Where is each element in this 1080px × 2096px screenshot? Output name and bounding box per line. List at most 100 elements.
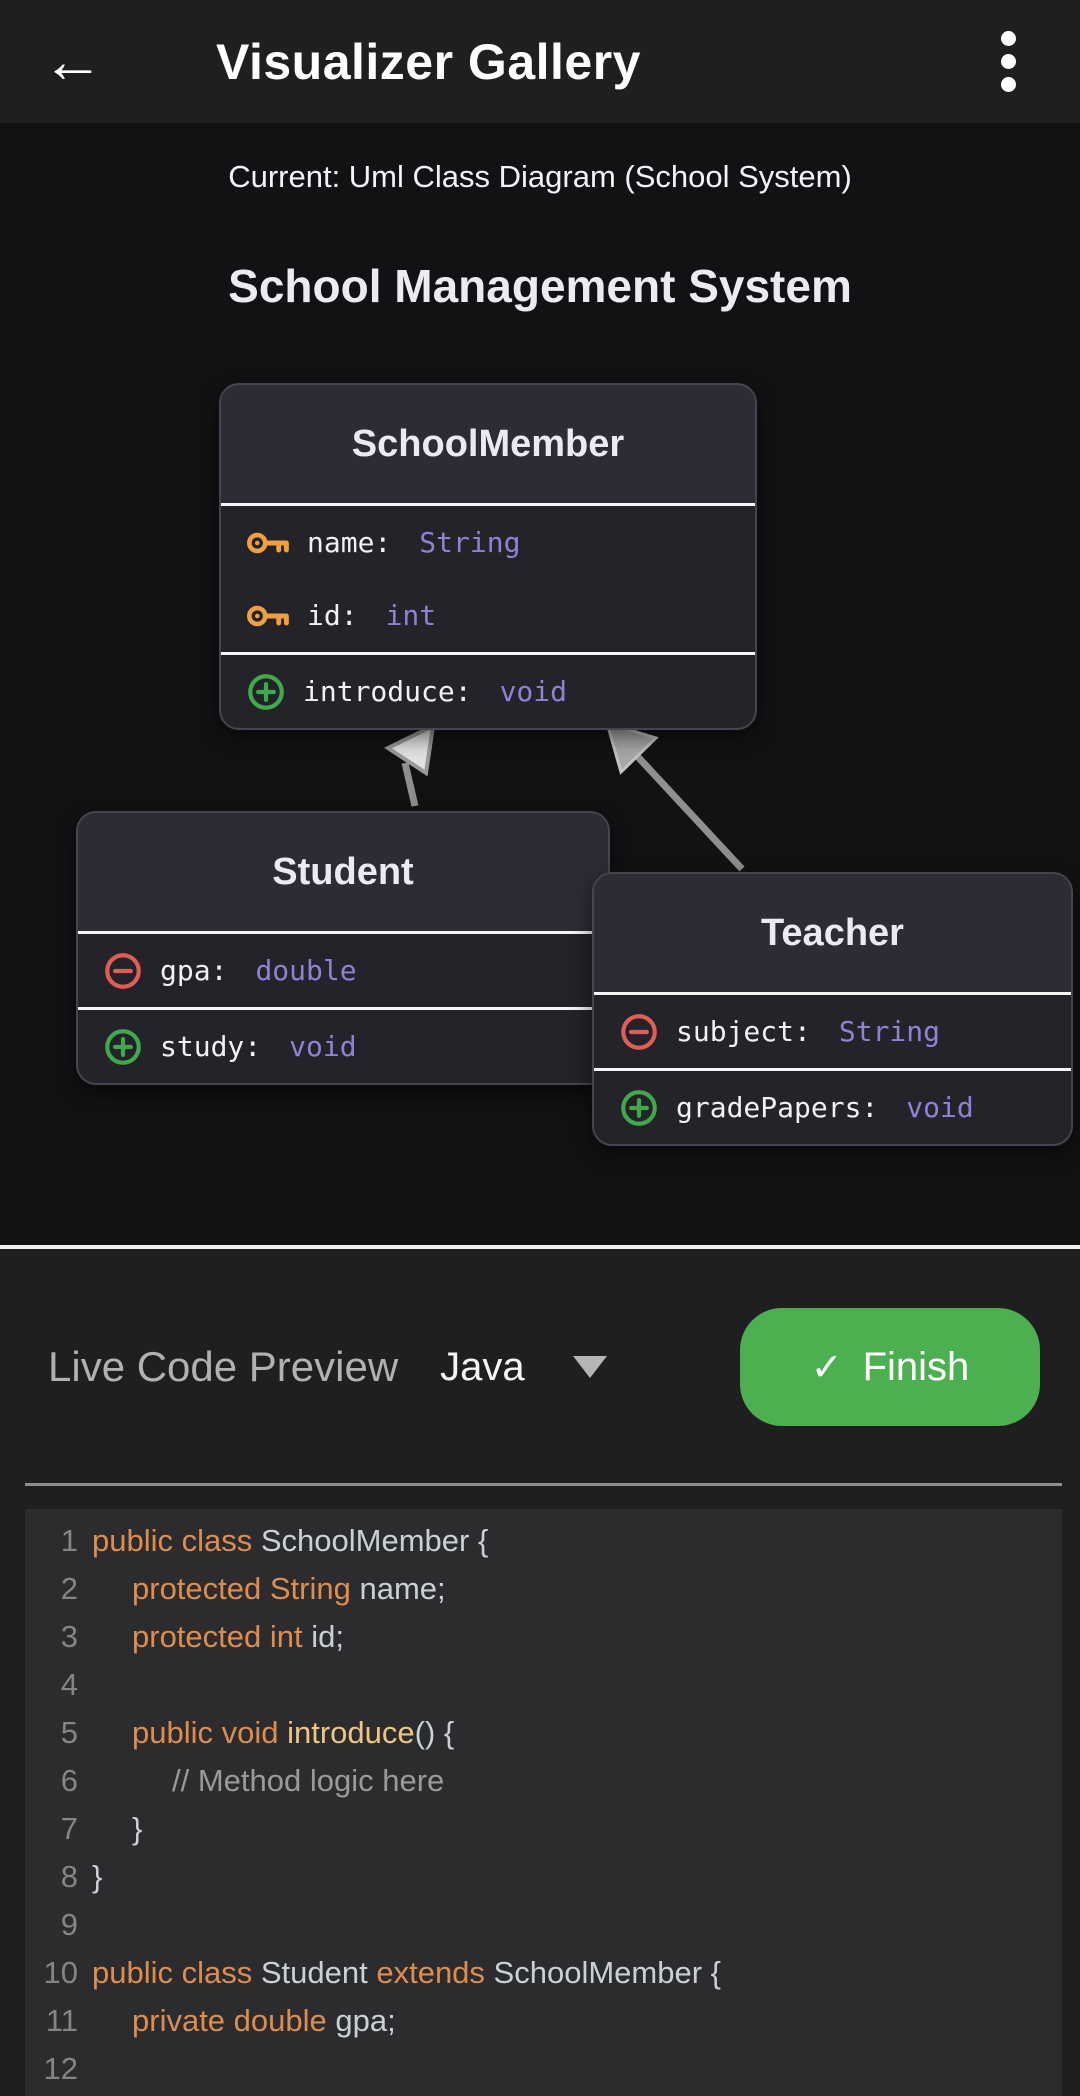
line-number: 4 xyxy=(60,1667,78,1702)
app-bar: ← Visualizer Gallery xyxy=(0,0,1080,123)
code-line-4: 4 xyxy=(25,1661,1062,1709)
code-token: gpa; xyxy=(335,2003,396,2038)
line-number: 11 xyxy=(45,2003,78,2038)
class-member-gradePapers: gradePapers:void xyxy=(594,1071,1071,1144)
line-content: } xyxy=(92,1805,142,1853)
attributes-section: subject: String xyxy=(594,992,1071,1068)
inheritance-line-student xyxy=(401,762,419,807)
code-line-6: 6 // Method logic here xyxy=(25,1757,1062,1805)
code-line-7: 7} xyxy=(25,1805,1062,1853)
line-content: protected String name; xyxy=(92,1565,446,1613)
line-content: public void introduce() { xyxy=(92,1709,454,1757)
inheritance-arrowhead-teacher xyxy=(604,720,659,775)
code-token: introduce xyxy=(287,1715,415,1750)
code-line-5: 5 public void introduce() { xyxy=(25,1709,1062,1757)
line-number: 5 xyxy=(60,1715,78,1750)
line-number: 2 xyxy=(60,1571,78,1606)
back-button[interactable]: ← xyxy=(42,26,104,96)
line-content: public class SchoolMember { xyxy=(92,1517,488,1565)
member-type: double xyxy=(255,954,357,987)
attributes-section: gpa: double xyxy=(78,931,608,1007)
diagram-section: Current: Uml Class Diagram (School Syste… xyxy=(0,123,1080,1245)
line-content: } xyxy=(92,1853,102,1901)
member-type: String xyxy=(419,526,521,559)
preview-controls: Live Code Preview Java ✓ Finish xyxy=(0,1249,1080,1427)
uml-canvas[interactable]: SchoolMember name: String id:int introduce: v… xyxy=(0,123,1080,1245)
code-token: name; xyxy=(359,1571,446,1606)
code-line-1: 1 public class SchoolMember { xyxy=(25,1517,1062,1565)
key-icon xyxy=(245,598,291,634)
language-select[interactable]: Java xyxy=(398,1345,607,1390)
member-type: void xyxy=(289,1030,357,1063)
code-token: SchoolMember { xyxy=(260,1523,489,1558)
code-preview-panel: Live Code Preview Java ✓ Finish 1 public … xyxy=(0,1249,1080,2096)
code-token: public class xyxy=(92,1955,261,1990)
code-token: } xyxy=(132,1811,143,1846)
code-editor[interactable]: 1 public class SchoolMember { 2 protected S… xyxy=(25,1509,1062,2096)
class-box-schoolmember[interactable]: SchoolMember name: String id:int introduce: v… xyxy=(219,383,757,730)
member-type: void xyxy=(499,675,568,708)
class-member-subject: subject: String xyxy=(594,995,1071,1068)
key-icon xyxy=(245,525,291,561)
code-token: SchoolMember { xyxy=(493,1955,721,1990)
code-line-8: 8} xyxy=(25,1853,1062,1901)
code-token: Student xyxy=(260,1955,377,1990)
member-name: introduce: xyxy=(303,675,472,708)
overflow-menu-button[interactable] xyxy=(995,25,1022,98)
class-member-introduce: introduce: void xyxy=(221,655,755,728)
code-token: } xyxy=(92,1859,103,1894)
code-token: extends xyxy=(376,1955,494,1990)
class-box-student[interactable]: Student gpa: double study: void xyxy=(76,811,610,1085)
code-token: public void xyxy=(132,1715,288,1750)
class-member-gpa: gpa: double xyxy=(78,934,608,1007)
member-name: name: xyxy=(307,526,392,559)
line-number: 6 xyxy=(60,1763,78,1798)
methods-section: study: void xyxy=(78,1007,608,1083)
inheritance-arrowhead-student xyxy=(383,722,436,777)
section-divider xyxy=(0,1245,1080,1249)
member-name: subject: xyxy=(676,1015,811,1048)
kebab-dot xyxy=(1001,54,1016,69)
code-line-11: 11 private double gpa; xyxy=(25,1997,1062,2045)
code-token: protected int xyxy=(132,1619,312,1654)
class-title: Student xyxy=(272,850,414,893)
code-line-12: 12 xyxy=(25,2045,1062,2093)
member-type: String xyxy=(838,1015,941,1048)
inheritance-arrows xyxy=(383,720,745,872)
line-number: 7 xyxy=(60,1811,78,1846)
code-line-2: 2 protected String name; xyxy=(25,1565,1062,1613)
kebab-dot xyxy=(1001,31,1016,46)
line-number: 8 xyxy=(60,1859,78,1894)
line-number: 1 xyxy=(60,1523,78,1558)
methods-section: introduce: void xyxy=(221,652,755,728)
minus-circle-icon xyxy=(618,1011,660,1053)
page-title: Visualizer Gallery xyxy=(216,33,641,90)
current-diagram-label: Current: Uml Class Diagram (School Syste… xyxy=(228,159,852,194)
line-number: 10 xyxy=(43,1955,78,1990)
class-member-name: name: String xyxy=(221,506,755,579)
finish-button-label: Finish xyxy=(862,1344,970,1389)
member-name: gradePapers: xyxy=(676,1091,879,1124)
code-line-10: 10 public class Student extends SchoolMem… xyxy=(25,1949,1062,1997)
code-token: // Method logic here xyxy=(172,1763,445,1798)
member-name: gpa: xyxy=(160,954,228,987)
member-name: study: xyxy=(160,1030,262,1063)
line-content: protected int id; xyxy=(92,1613,344,1661)
line-number: 9 xyxy=(60,1907,78,1942)
attributes-section: name: String id:int xyxy=(221,503,755,652)
chevron-down-icon xyxy=(572,1356,607,1378)
methods-section: gradePapers:void xyxy=(594,1068,1071,1144)
line-content: private double gpa; xyxy=(92,1997,396,2045)
line-number: 12 xyxy=(43,2051,78,2086)
class-member-id: id:int xyxy=(221,579,755,652)
code-line-9: 9 xyxy=(25,1901,1062,1949)
check-icon: ✓ xyxy=(810,1346,843,1389)
class-title: SchoolMember xyxy=(351,422,625,465)
class-member-study: study: void xyxy=(78,1010,608,1083)
finish-button[interactable]: ✓ Finish xyxy=(740,1308,1040,1426)
inheritance-line-teacher xyxy=(635,754,745,872)
code-token: protected String xyxy=(132,1571,360,1606)
code-token: public class xyxy=(92,1523,261,1558)
